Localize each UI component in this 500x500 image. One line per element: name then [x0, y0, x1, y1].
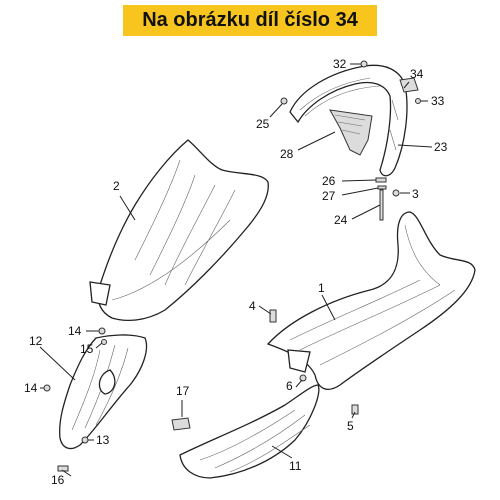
screw-14a — [98, 327, 106, 335]
callout-32: 32 — [333, 57, 347, 71]
callout-28: 28 — [280, 147, 294, 161]
plate-part-34 — [399, 77, 419, 93]
callout-34: 34 — [410, 67, 424, 81]
screw-3 — [392, 189, 400, 197]
callout-27: 27 — [322, 189, 336, 203]
washer-27 — [377, 185, 387, 190]
callout-4: 4 — [249, 299, 256, 313]
clip-13 — [81, 436, 89, 444]
callout-16: 16 — [51, 473, 65, 487]
screw-4 — [269, 309, 277, 323]
pad-part-17 — [171, 417, 191, 431]
screw-14b — [43, 384, 51, 392]
callout-25: 25 — [256, 117, 270, 131]
callout-13: 13 — [96, 433, 110, 447]
callout-14-upper: 14 — [68, 324, 82, 338]
title-banner: Na obrázku díl číslo 34 — [123, 5, 377, 36]
screw-33 — [415, 98, 421, 104]
callout-6: 6 — [286, 379, 293, 393]
callout-5: 5 — [347, 419, 354, 433]
callout-15: 15 — [80, 342, 94, 356]
side-cover-part-2 — [89, 139, 269, 322]
bracket-part-28 — [329, 109, 373, 156]
callout-17: 17 — [176, 384, 190, 398]
screw-25 — [280, 97, 288, 105]
clip-15 — [101, 339, 107, 345]
callout-12: 12 — [29, 334, 43, 348]
screw-32 — [360, 60, 368, 68]
callout-1: 1 — [318, 281, 325, 295]
callout-26: 26 — [322, 174, 336, 188]
callout-23: 23 — [434, 140, 448, 154]
callout-3: 3 — [412, 187, 419, 201]
callout-24: 24 — [334, 213, 348, 227]
leader-lines — [39, 63, 433, 477]
callout-labels: 32 34 33 25 28 23 26 27 24 3 2 1 4 14 15… — [24, 57, 448, 487]
bolt-24 — [379, 189, 384, 221]
screw-5 — [351, 404, 359, 415]
callout-14-lower: 14 — [24, 381, 38, 395]
fasteners — [43, 60, 421, 472]
floor-panel-part-1 — [266, 211, 476, 390]
lower-cover-part-11 — [179, 384, 320, 479]
callout-2: 2 — [113, 179, 120, 193]
callout-33: 33 — [431, 94, 445, 108]
lower-cover-part-12 — [59, 334, 148, 450]
callout-11: 11 — [289, 459, 302, 473]
clip-6 — [299, 374, 307, 382]
washer-26 — [375, 177, 387, 183]
banner-title: Na obrázku díl číslo 34 — [142, 9, 358, 31]
